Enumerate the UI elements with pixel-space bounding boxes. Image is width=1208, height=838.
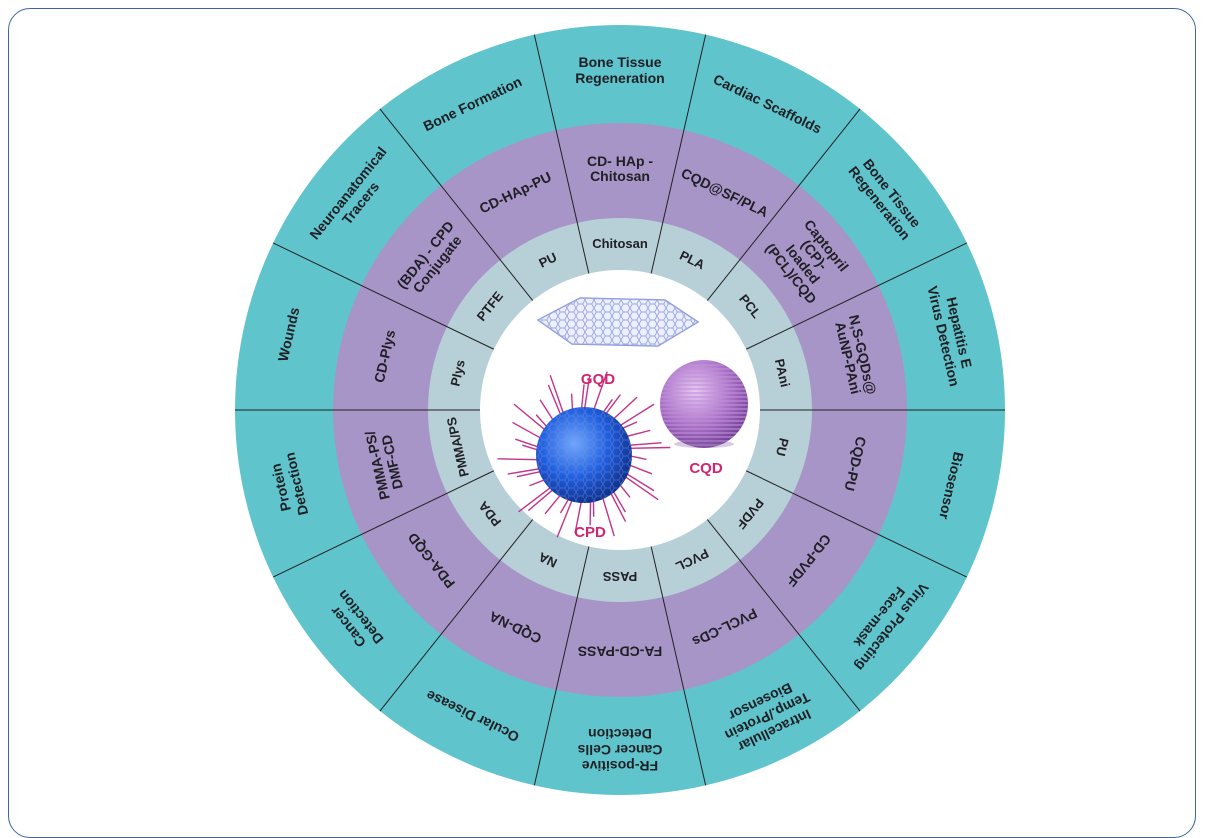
cpd-sphere-icon (536, 407, 632, 503)
polymer-label: Chitosan (592, 236, 648, 251)
center-label-cpd: CPD (574, 524, 606, 541)
center-label-gqd: GQD (581, 371, 615, 388)
cpd-spike (626, 448, 670, 449)
composite-label: FA-CD-PASS (578, 644, 663, 660)
center-label-cqd: CQD (689, 460, 723, 477)
polymer-label: PASS (602, 569, 637, 584)
cqd-sphere-icon (660, 360, 748, 448)
application-label: FR-positiveCancer CellsDetection (577, 726, 662, 774)
cpd-spike (498, 459, 542, 460)
composite-label: CD- HAp -Chitosan (587, 153, 653, 184)
